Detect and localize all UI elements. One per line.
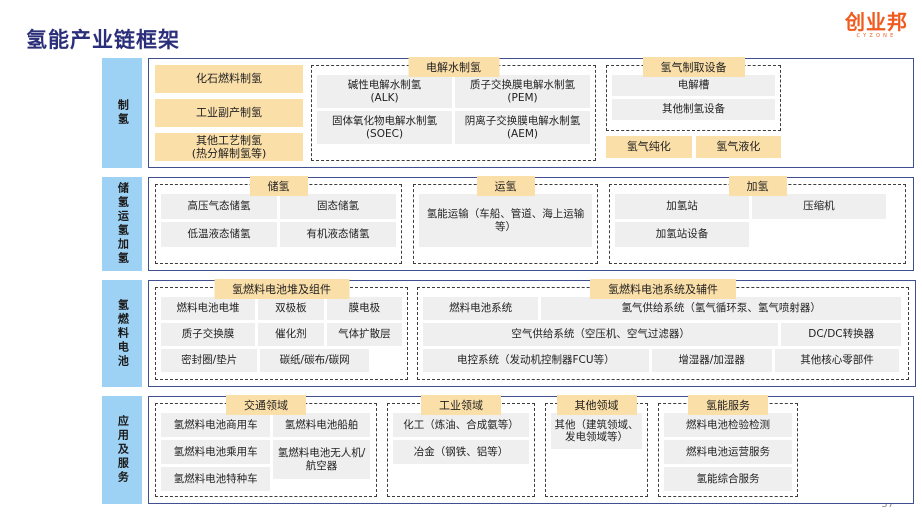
cell-comprehensive-hydrogen-service: 氢能综合服务 xyxy=(664,467,792,491)
cell-air-supply-system: 空气供给系统（空压机、空气过滤器） xyxy=(423,323,779,346)
cell-catalyst: 催化剂 xyxy=(257,323,324,346)
cell-chemical-industry: 化工（炼油、合成氨等） xyxy=(393,413,529,437)
cell-compressor: 压缩机 xyxy=(751,194,886,219)
logo-english-text: CYZONE xyxy=(856,33,897,39)
band-body-storage: 储氢 高压气态储氢 固态储氢 低温液态储氢 有机液态储氢 运氢 氢能运输（车船、… xyxy=(148,176,914,271)
cell-uav-aircraft: 氢燃料电池无人机/航空器 xyxy=(273,440,370,479)
group-caption-fuel-cell-system: 氢燃料电池系统及辅件 xyxy=(590,279,736,299)
group-caption-hydrogen-storage: 储氢 xyxy=(249,176,308,196)
group-production-equipment-wrap: 氢气制取设备 电解槽 其他制氢设备 氢气纯化 氢气液化 xyxy=(606,57,781,161)
group-caption-hydrogen-services: 氢能服务 xyxy=(688,395,768,415)
cell-solid-state-storage: 固态储氢 xyxy=(280,194,396,219)
cell-metallurgy: 冶金（钢铁、铝等） xyxy=(393,440,529,464)
group-other-field: 其他领域 其他（建筑领域、发电领域等） xyxy=(545,395,648,497)
group-hydrogen-services: 氢能服务 燃料电池检验检测 燃料电池运营服务 氢能综合服务 xyxy=(658,395,798,497)
group-industrial-field: 工业领域 化工（炼油、合成氨等） 冶金（钢铁、铝等） xyxy=(387,395,535,497)
cell-high-pressure-gas-storage: 高压气态储氢 xyxy=(161,194,277,219)
cell-hydrogen-transport-modes: 氢能运输（车船、管道、海上运输等） xyxy=(419,194,592,247)
cell-industrial-byproduct-hydrogen: 工业副产制氢 xyxy=(155,99,303,127)
group-hydrogen-transport: 运氢 氢能运输（车船、管道、海上运输等） xyxy=(413,176,598,264)
group-primary-production-methods: 化石燃料制氢 工业副产制氢 其他工艺制氢 (热分解制氢等) xyxy=(155,65,303,161)
group-caption-industrial-field: 工业领域 xyxy=(421,395,501,415)
band-body-fuel-cell: 氢燃料电池堆及组件 燃料电池电堆 双极板 膜电极 质子交换膜 催化剂 气体扩散层… xyxy=(148,279,916,387)
cell-passenger-vehicle: 氢燃料电池乘用车 xyxy=(161,440,271,464)
band-storage-transport-refueling: 储氢运氢加氢 储氢 高压气态储氢 固态储氢 低温液态储氢 有机液态储氢 运氢 氢… xyxy=(102,176,914,271)
cell-hydrogen-supply-system: 氢气供给系统（氢气循环泵、氢气喷射器） xyxy=(541,297,902,320)
cell-ship: 氢燃料电池船舶 xyxy=(273,413,370,437)
logo-chinese-text: 创业邦 xyxy=(845,10,908,34)
cell-seal-gasket: 密封圈/垫片 xyxy=(161,349,258,372)
cell-other-process-hydrogen: 其他工艺制氢 (热分解制氢等) xyxy=(155,133,303,161)
cell-cryogenic-liquid-storage: 低温液态储氢 xyxy=(161,222,277,247)
group-caption-transportation-field: 交通领域 xyxy=(226,395,306,415)
cell-fossil-fuel-hydrogen: 化石燃料制氢 xyxy=(155,65,303,93)
cell-carbon-paper-cloth-mesh: 碳纸/碳布/碳网 xyxy=(260,349,369,372)
cell-bipolar-plate: 双极板 xyxy=(257,297,324,320)
cell-commercial-vehicle: 氢燃料电池商用车 xyxy=(161,413,271,437)
band-body-applications: 交通领域 氢燃料电池商用车 氢燃料电池乘用车 氢燃料电池特种车 氢燃料电池船舶 … xyxy=(148,395,914,504)
cell-alk: 碱性电解水制氢 (ALK) xyxy=(317,75,452,108)
cell-gas-diffusion-layer: 气体扩散层 xyxy=(326,323,402,346)
cell-other-applications: 其他（建筑领域、发电领域等） xyxy=(551,413,642,449)
band-label-production: 制氢 xyxy=(102,58,142,168)
group-hydrogen-refueling: 加氢 加氢站 压缩机 加氢站设备 xyxy=(609,176,906,264)
band-applications-services: 应用及服务 交通领域 氢燃料电池商用车 氢燃料电池乘用车 氢燃料电池特种车 氢燃… xyxy=(102,395,914,504)
cell-other-core-components: 其他核心零部件 xyxy=(774,349,900,372)
cell-organic-liquid-storage: 有机液态储氢 xyxy=(280,222,396,247)
cell-humidifier: 增湿器/加湿器 xyxy=(651,349,772,372)
cyzone-logo: 创业邦 CYZONE xyxy=(845,12,908,39)
cell-fuel-cell-system: 燃料电池系统 xyxy=(423,297,539,320)
cell-electronic-control-system: 电控系统（发动机控制器FCU等） xyxy=(423,349,649,372)
group-caption-production-equipment: 氢气制取设备 xyxy=(642,57,745,77)
band-body-production: 化石燃料制氢 工业副产制氢 其他工艺制氢 (热分解制氢等) 电解水制氢 碱性电解… xyxy=(148,57,914,168)
band-label-applications: 应用及服务 xyxy=(102,396,142,504)
group-production-equipment: 氢气制取设备 电解槽 其他制氢设备 xyxy=(606,57,781,131)
cell-hydrogen-liquefaction: 氢气液化 xyxy=(695,136,781,158)
group-caption-hydrogen-transport: 运氢 xyxy=(476,176,535,196)
cell-electrolyzer: 电解槽 xyxy=(612,75,775,96)
band-label-fuel-cell: 氢燃料电池 xyxy=(102,280,142,387)
cell-proton-exchange-membrane: 质子交换膜 xyxy=(161,323,255,346)
group-caption-water-electrolysis: 电解水制氢 xyxy=(408,57,499,77)
page-title: 氢能产业链框架 xyxy=(26,28,180,52)
row-purification-liquefaction: 氢气纯化 氢气液化 xyxy=(606,136,781,158)
cell-refueling-station: 加氢站 xyxy=(615,194,749,219)
cell-pem: 质子交换膜电解水制氢 (PEM) xyxy=(455,75,590,108)
cell-special-vehicle: 氢燃料电池特种车 xyxy=(161,467,271,491)
cell-membrane-electrode: 膜电极 xyxy=(326,297,402,320)
page-number: 37 xyxy=(881,499,894,510)
cell-dcdc-converter: DC/DC转换器 xyxy=(781,323,902,346)
cell-refueling-station-equipment: 加氢站设备 xyxy=(615,222,749,247)
cell-fuel-cell-stack: 燃料电池电堆 xyxy=(161,297,255,320)
group-transportation-field: 交通领域 氢燃料电池商用车 氢燃料电池乘用车 氢燃料电池特种车 氢燃料电池船舶 … xyxy=(155,395,377,497)
group-fuel-cell-stack: 氢燃料电池堆及组件 燃料电池电堆 双极板 膜电极 质子交换膜 催化剂 气体扩散层… xyxy=(155,279,408,380)
cell-fuel-cell-inspection: 燃料电池检验检测 xyxy=(664,413,792,437)
group-hydrogen-storage: 储氢 高压气态储氢 固态储氢 低温液态储氢 有机液态储氢 xyxy=(155,176,402,264)
group-water-electrolysis: 电解水制氢 碱性电解水制氢 (ALK) 质子交换膜电解水制氢 (PEM) 固体氧… xyxy=(311,57,596,161)
cell-hydrogen-purification: 氢气纯化 xyxy=(606,136,692,158)
cell-aem: 阴离子交换膜电解水制氢 (AEM) xyxy=(455,111,590,144)
cell-fuel-cell-operation-service: 燃料电池运营服务 xyxy=(664,440,792,464)
group-caption-hydrogen-refueling: 加氢 xyxy=(728,176,787,196)
group-caption-fuel-cell-stack: 氢燃料电池堆及组件 xyxy=(214,279,349,299)
cell-soec: 固体氧化物电解水制氢 (SOEC) xyxy=(317,111,452,144)
group-caption-other-field: 其他领域 xyxy=(556,395,637,415)
cell-other-production-equipment: 其他制氢设备 xyxy=(612,99,775,120)
band-label-storage: 储氢运氢加氢 xyxy=(102,177,142,271)
group-fuel-cell-system: 氢燃料电池系统及辅件 燃料电池系统 氢气供给系统（氢气循环泵、氢气喷射器） 空气… xyxy=(417,279,909,380)
band-hydrogen-production: 制氢 化石燃料制氢 工业副产制氢 其他工艺制氢 (热分解制氢等) 电解水制氢 碱… xyxy=(102,57,914,168)
band-fuel-cell: 氢燃料电池 氢燃料电池堆及组件 燃料电池电堆 双极板 膜电极 质子交换膜 催化剂… xyxy=(102,279,916,387)
